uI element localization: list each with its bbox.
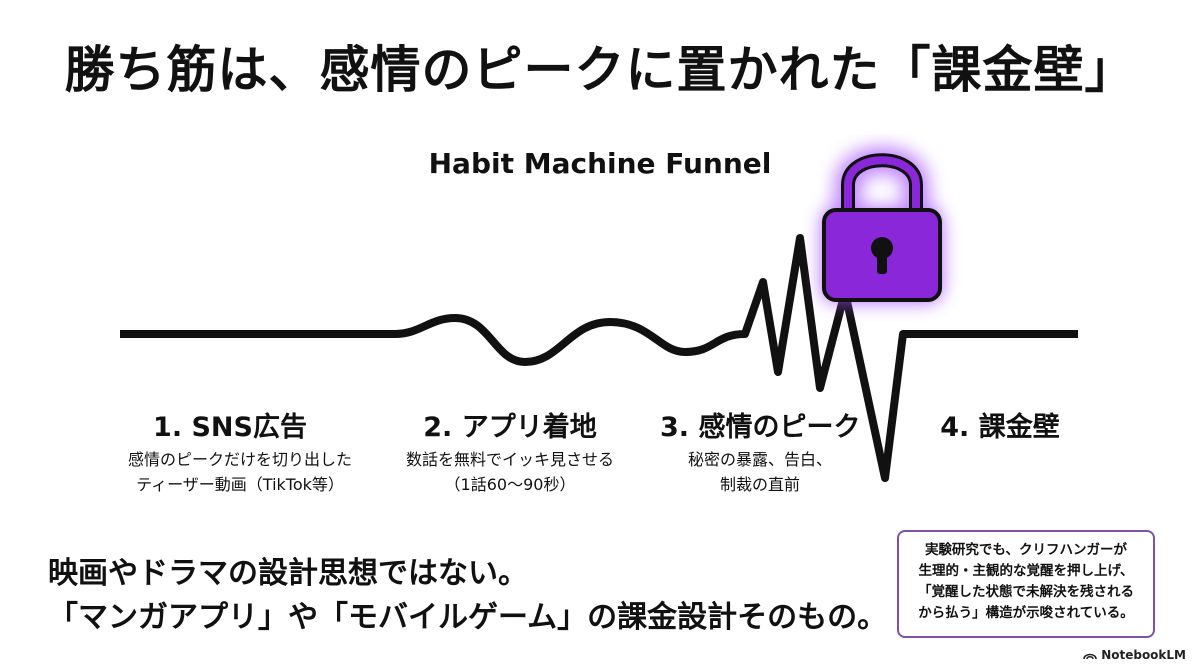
research-note: 実験研究でも、クリフハンガーが 生理的・主観的な覚醒を押し上げ、 「覚醒した状態…	[897, 530, 1155, 638]
stage-4-title: 4. 課金壁	[940, 412, 1060, 443]
brand-watermark: NotebookLM	[1083, 648, 1186, 662]
stage-3-desc: 秘密の暴露、告白、 制裁の直前	[687, 450, 832, 494]
brand-label: NotebookLM	[1101, 648, 1186, 662]
stage-2-desc: 数話を無料でイッキ見させる （1話60〜90秒）	[405, 450, 614, 494]
notebooklm-logo-icon	[1083, 653, 1097, 660]
stage-1-title: 1. SNS広告	[153, 412, 307, 443]
bottom-statement: 映画やドラマの設計思想ではない。 「マンガアプリ」や「モバイルゲーム」の課金設計…	[48, 552, 887, 640]
stage-1-desc: 感情のピークだけを切り出した ティーザー動画（TikTok等）	[127, 450, 352, 494]
stage-3-title: 3. 感情のピーク	[660, 412, 861, 443]
main-title: 勝ち筋は、感情のピークに置かれた「課金壁」	[64, 41, 1136, 99]
bottom-line-2: 「マンガアプリ」や「モバイルゲーム」の課金設計そのもの。	[48, 600, 888, 635]
funnel-subtitle: Habit Machine Funnel	[428, 147, 772, 180]
bottom-line-1: 映画やドラマの設計思想ではない。	[48, 556, 528, 591]
lock-icon	[822, 147, 942, 302]
stage-2-title: 2. アプリ着地	[423, 412, 597, 443]
emotion-wave-line	[120, 234, 1078, 482]
